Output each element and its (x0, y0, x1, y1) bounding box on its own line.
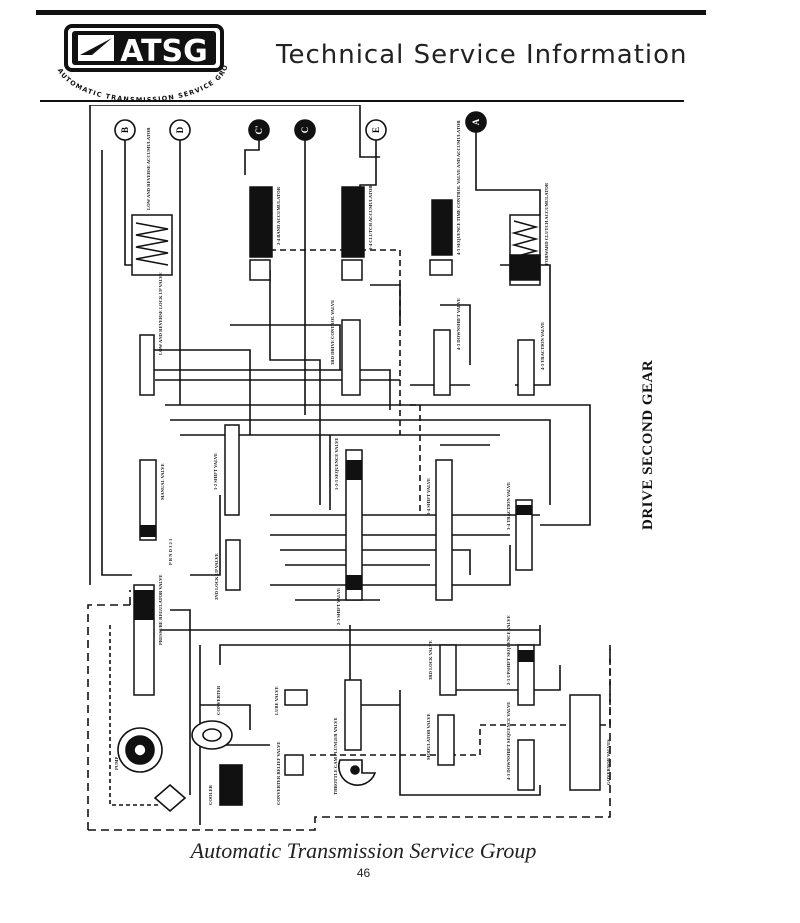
circle-marker-c (294, 119, 316, 141)
label-gear-range: P R N D 3 2 1 (168, 538, 173, 565)
lock-3rd-spool (439, 644, 457, 696)
circle-label-e: E (371, 127, 381, 133)
band-24-accumulator (249, 186, 273, 258)
circle-marker-e (365, 119, 387, 141)
modulator-spool (437, 714, 455, 766)
low-reverse-lockup-spool (139, 334, 155, 396)
label-band-24-acc: 2-4 BAND ACCUMULATOR (276, 186, 281, 245)
label-pump: PUMP (114, 757, 119, 770)
dashed-boundary (87, 604, 130, 830)
label-downshift-63: 4-3 DOWNSHIFT VALVE (456, 298, 461, 350)
label-converter: CONVERTER (216, 685, 221, 715)
sequence-123-spool (345, 449, 363, 601)
downshift-43-spool (433, 329, 451, 396)
label-time-control: 4-3 SEQUENCE TIME CONTROL VALVE AND ACCU… (456, 120, 461, 255)
label-lube-valve: LUBE VALVE (274, 686, 279, 715)
label-traction-34: 3-4 TRACTION VALVE (506, 482, 511, 530)
footer-company: Automatic Transmission Service Group (190, 838, 537, 863)
top-rule (36, 10, 706, 15)
page-title: Technical Service Information (276, 40, 688, 70)
gear-mode-title: DRIVE SECOND GEAR (640, 359, 656, 530)
manual-valve-body (139, 459, 157, 541)
shift-12-spool (224, 424, 240, 516)
atsg-logo: ATSG AUTOMATIC TRANSMISSION SERVICE GROU… (42, 22, 229, 102)
label-downshift-sequence: 4-3 DOWNSHIFT SEQUENCE VALVE (506, 702, 511, 780)
hydraulic-circuit-diagram: B D C' C E A (87, 105, 611, 831)
lockup-2nd-spool (225, 539, 241, 591)
circle-marker-d (169, 119, 191, 141)
label-shift-34: 3-4 SHIFT VALVE (426, 478, 431, 515)
lube-valve-body (284, 689, 308, 706)
label-clutch-34-acc: 3-4 CLUTCH ACCUMULATOR (368, 185, 373, 250)
label-drive-control: 3RD DRIVE CONTROL VALVE (330, 300, 335, 365)
drive-control-spool (341, 319, 361, 396)
cooler-core (219, 764, 243, 806)
circle-label-d: D (175, 126, 185, 133)
label-governor: GOVERNOR VALVES (606, 739, 611, 785)
label-throttle-cam: THROTTLE CAM PLUNGER VALVE (333, 717, 338, 795)
label-modulator: MODULATOR VALVE (426, 713, 431, 760)
header-rule (40, 100, 684, 102)
band-24-valve-body (249, 259, 271, 281)
label-pressure-regulator: PRESSURE REGULATOR VALVE (158, 575, 163, 645)
label-shift-23: 2-3 SHIFT VALVE (336, 588, 341, 625)
label-lockup-2nd: 2ND LOCK UP VALVE (214, 553, 219, 600)
throttle-cam-plunger (344, 679, 362, 751)
circle-marker-b (114, 119, 136, 141)
downshift-sequence-spool (517, 739, 535, 791)
shift-34-spool (435, 459, 453, 601)
label-sequence-123: 1-2-3 SEQUENCE VALVE (334, 437, 339, 490)
traction-43-spool (517, 339, 535, 396)
label-shift-12: 1-2 SHIFT VALVE (213, 453, 218, 490)
label-forward-clutch-acc: FORWARD CLUTCH ACCUMULATOR (544, 182, 549, 265)
circle-label-a: A (471, 118, 481, 125)
traction-34-spool (515, 499, 533, 571)
label-upshift-sequence: 2-3 UPSHIFT SEQUENCE VALVE (506, 615, 511, 685)
circle-label-c: C (300, 127, 310, 134)
circle-label-c-prime: C' (254, 126, 264, 135)
logo-text: ATSG (120, 34, 208, 69)
pump-filter (153, 783, 187, 813)
label-lock-3rd: 3RD LOCK VALVE (428, 640, 433, 680)
pressure-line (89, 105, 380, 585)
label-manual-valve: MANUAL VALVE (160, 463, 165, 500)
governor-valves-body (569, 694, 601, 791)
time-control-accumulator (431, 199, 453, 256)
circle-marker-a (465, 111, 487, 133)
label-traction-43: 4-3 TRACTION VALVE (540, 322, 545, 370)
label-cooler: COOLER (208, 784, 213, 805)
page-number: 46 (356, 866, 371, 880)
label-converter-relief: CONVERTER RELIEF VALVE (276, 742, 281, 805)
label-low-reverse-acc: LOW AND REVERSE ACCUMULATOR (146, 127, 151, 210)
label-low-reverse-lockup: LOW AND REVERSE LOCK UP VALVE (158, 272, 163, 355)
circle-label-b: B (120, 127, 130, 133)
clutch-34-accumulator (341, 186, 365, 258)
converter-relief-body (284, 754, 304, 776)
circle-marker-c-prime (248, 119, 270, 141)
